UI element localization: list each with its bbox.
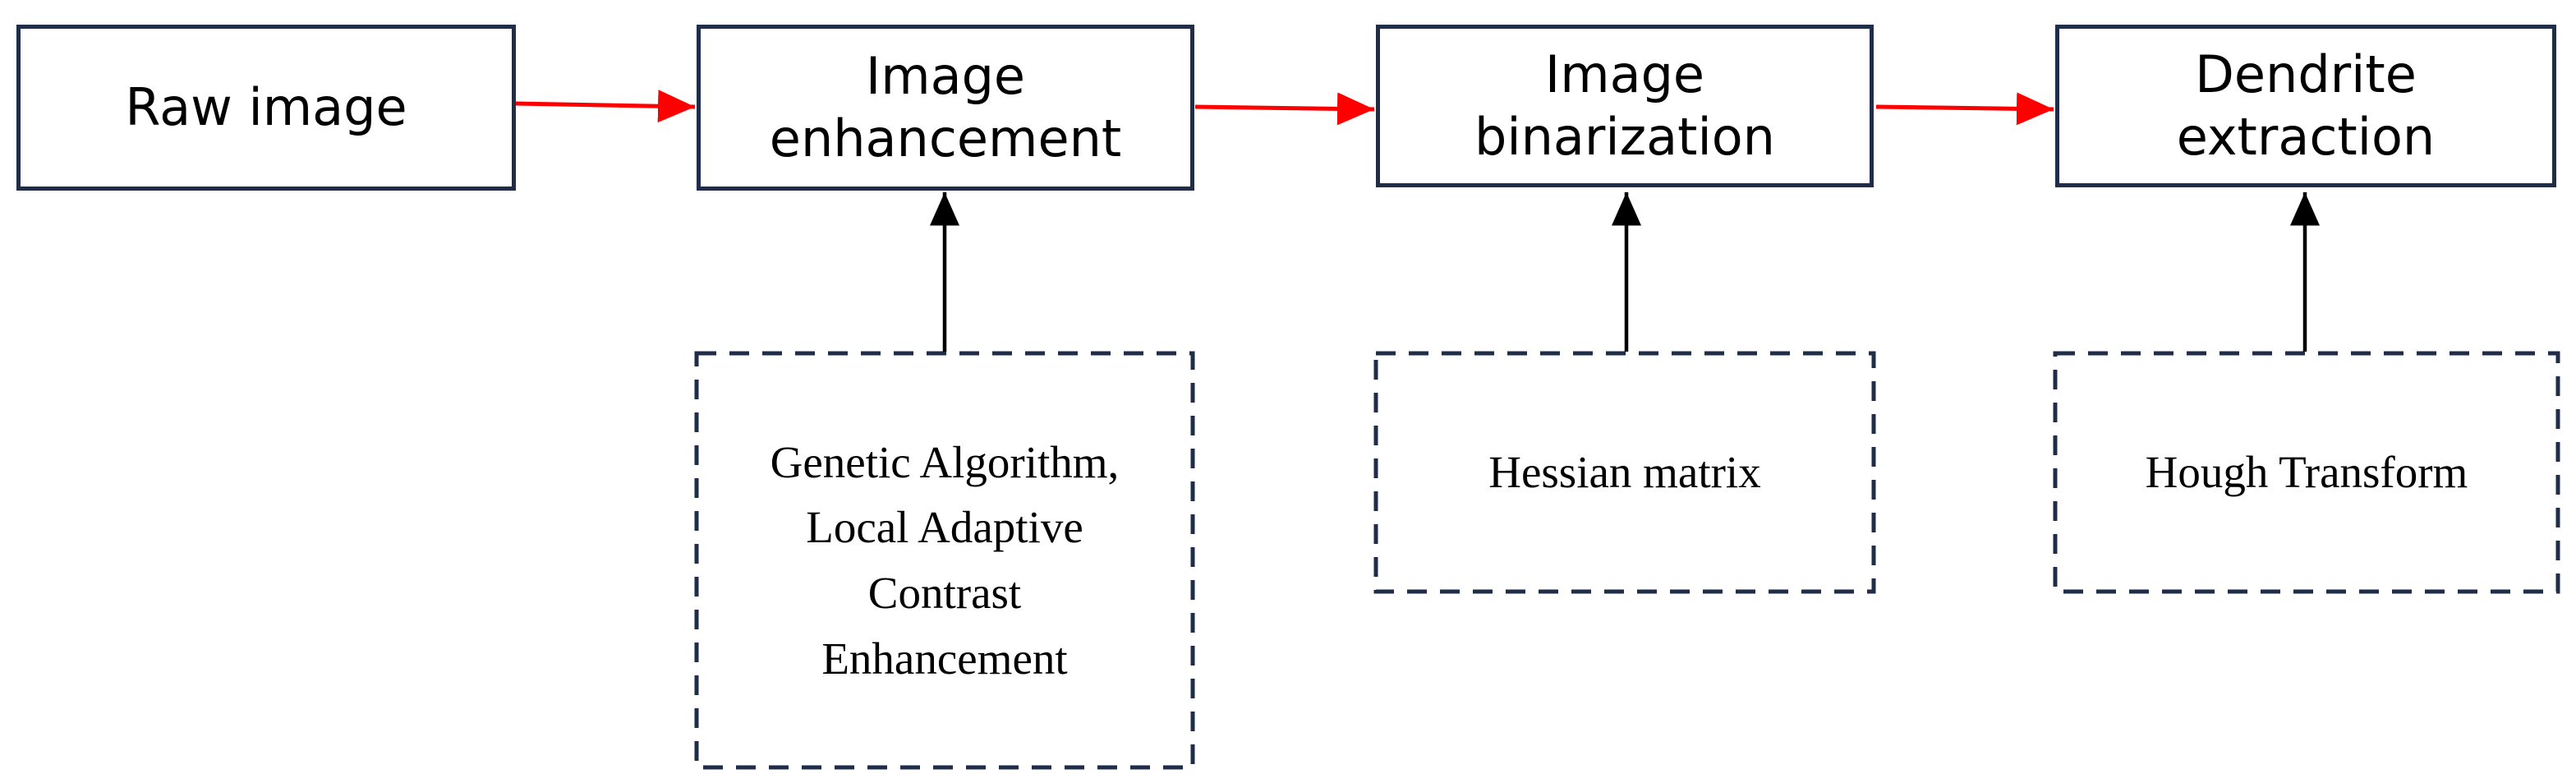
method-label-enhancement: Genetic Algorithm, Local Adaptive Contra… xyxy=(770,436,1120,684)
flow-arrow-2 xyxy=(1194,92,1375,126)
stage-image-enhancement: Image enhancement xyxy=(697,25,1194,191)
extraction-method-border xyxy=(2053,351,2560,594)
method-label-binarization: Hessian matrix xyxy=(1488,447,1761,498)
stage-dendrite-extraction: Dendrite extraction xyxy=(2055,25,2556,187)
stage-label-image-binarization: Image binarization xyxy=(1474,44,1775,167)
stage-label-dendrite-extraction: Dendrite extraction xyxy=(2176,44,2436,167)
stage-raw-image: Raw image xyxy=(16,25,516,191)
flow-arrow-1 xyxy=(515,90,696,123)
binarization-method-border xyxy=(1373,351,1876,594)
flow-arrow-3 xyxy=(1875,92,2054,126)
method-binarization: Hessian matrix xyxy=(1376,353,1874,592)
method-label-extraction: Hough Transform xyxy=(2145,447,2468,498)
enhancement-method-border xyxy=(694,351,1195,770)
stage-label-raw-image: Raw image xyxy=(125,77,407,138)
method-extraction: Hough Transform xyxy=(2055,353,2558,592)
stage-image-binarization: Image binarization xyxy=(1376,25,1874,187)
stage-label-image-enhancement: Image enhancement xyxy=(769,46,1122,168)
method-enhancement: Genetic Algorithm, Local Adaptive Contra… xyxy=(697,353,1193,767)
